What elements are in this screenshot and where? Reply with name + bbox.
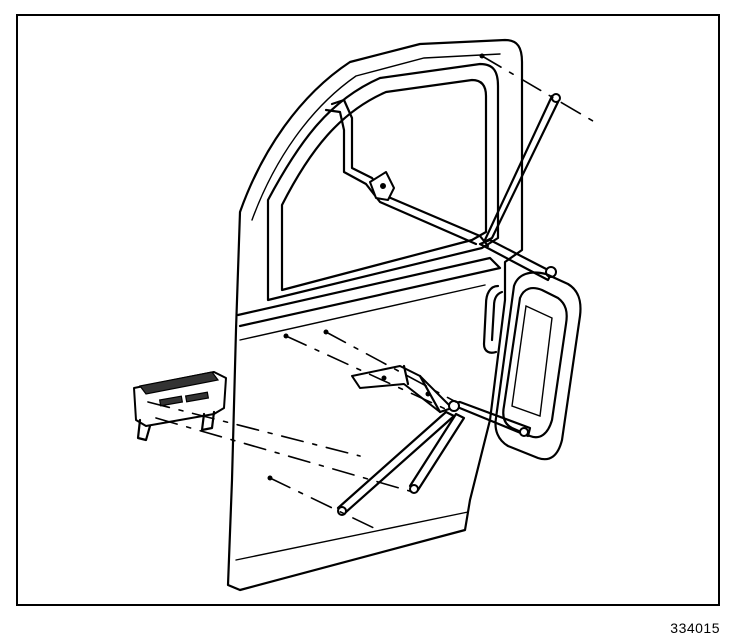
fastener-dot	[267, 475, 273, 481]
fastener-dot	[283, 333, 289, 339]
plate-leg-right	[200, 410, 216, 432]
lower-bracket-bolt-2	[425, 391, 431, 397]
alignment-line-4	[147, 401, 361, 457]
belt-molding-lower	[239, 284, 486, 341]
upper-brace-end	[551, 93, 561, 103]
alignment-line-5	[155, 417, 421, 495]
window-glass	[280, 78, 488, 292]
fastener-dot	[479, 53, 485, 59]
window-frame	[266, 62, 500, 302]
mirror-housing	[494, 271, 582, 461]
lower-arm-pivot	[448, 400, 460, 412]
fastener-dot	[323, 329, 329, 335]
illustration-frame	[16, 14, 720, 606]
alignment-line-3	[285, 335, 453, 413]
lower-bracket-bolt	[381, 375, 387, 381]
alignment-line-1	[481, 55, 599, 125]
plate-slot-1	[158, 395, 184, 407]
belt-molding	[236, 256, 502, 328]
lower-brace-right	[408, 412, 466, 492]
figure-code: 334015	[670, 620, 720, 636]
door-lower-crease	[235, 511, 469, 561]
door-inner-edge	[251, 53, 501, 221]
door-outline	[226, 38, 524, 592]
mounting-plate-top	[138, 371, 220, 395]
alignment-line-6	[269, 477, 379, 531]
mirror-back-loop	[482, 284, 504, 354]
lower-brace-foot	[337, 506, 347, 516]
mirror-glass-inner	[511, 304, 553, 417]
mirror-glass	[502, 287, 568, 439]
plate-slot-2	[184, 391, 210, 403]
upper-strut-bolt	[380, 183, 386, 189]
upper-mirror-strut	[324, 98, 490, 248]
plate-leg-left	[136, 418, 152, 442]
lower-arm-end	[519, 427, 529, 437]
